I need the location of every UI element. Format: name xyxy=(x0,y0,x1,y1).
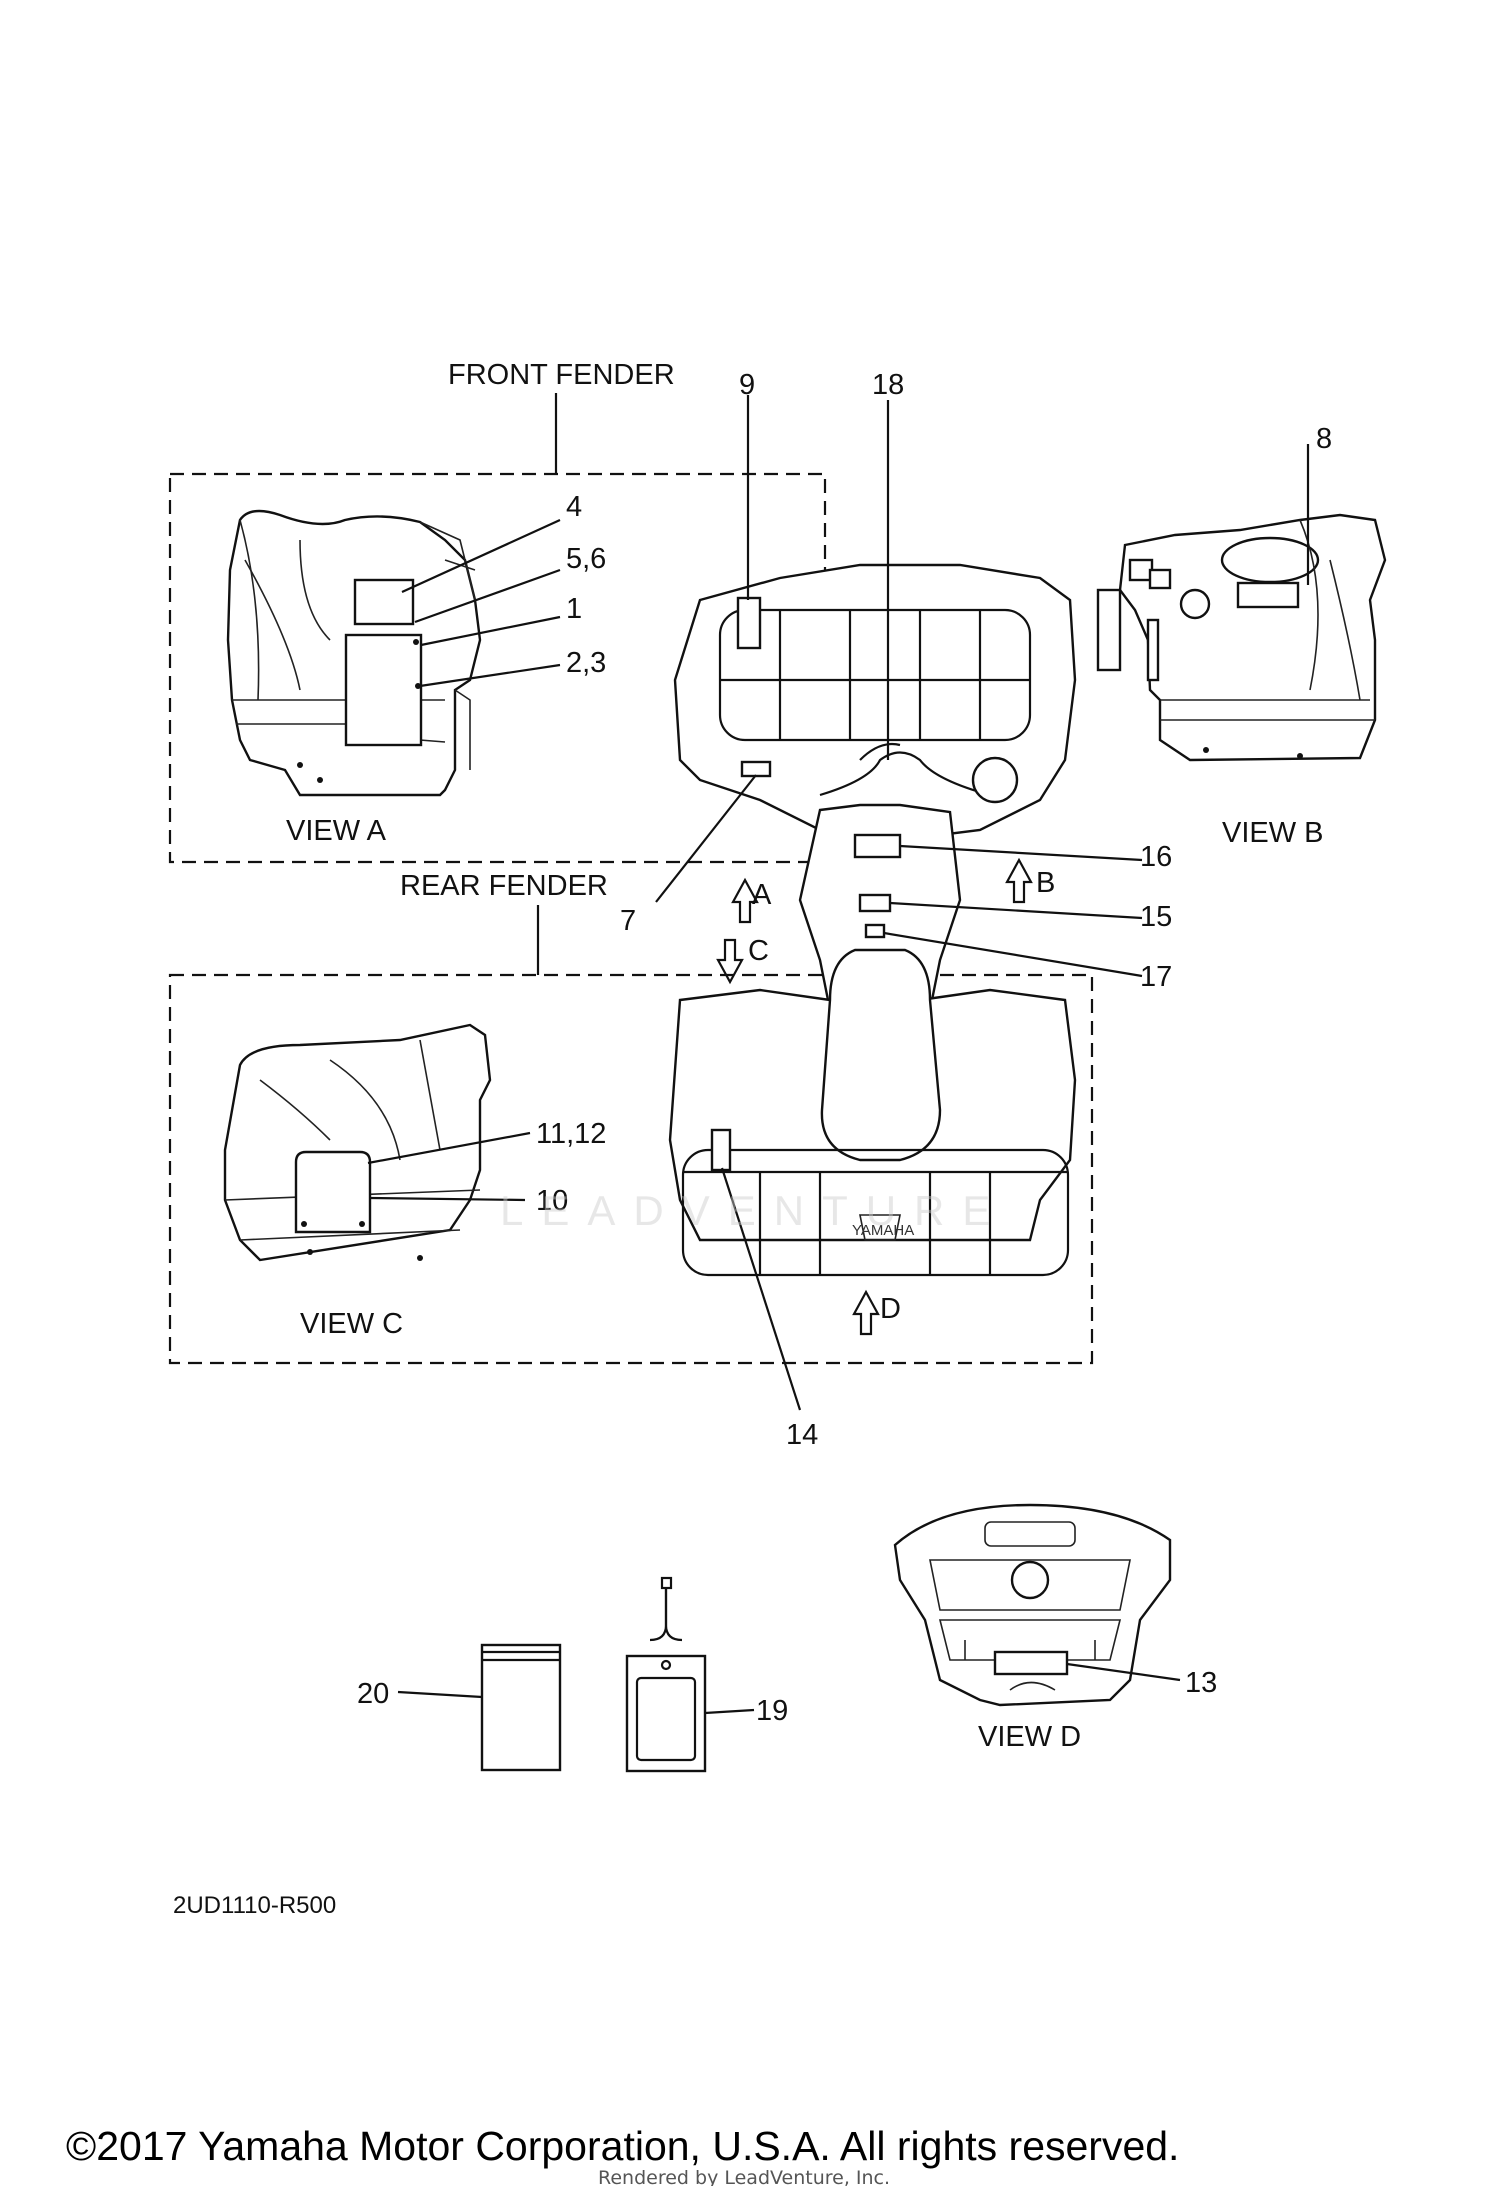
callout-11-12: 11,12 xyxy=(536,1118,606,1150)
leader-11-12 xyxy=(367,1131,531,1165)
view-a-front-fender-drawing xyxy=(226,509,482,797)
rear-rack-emblem: YAMAHA xyxy=(852,1222,914,1239)
callout-4: 4 xyxy=(566,491,582,523)
callout-8: 8 xyxy=(1316,423,1332,455)
front-fender-title: FRONT FENDER xyxy=(448,359,675,391)
arrow-c-label: C xyxy=(748,935,769,967)
leader-17 xyxy=(883,931,1143,978)
label-10-decal xyxy=(294,1150,372,1234)
label-9-decal xyxy=(736,596,762,650)
label-7-decal xyxy=(740,760,772,778)
arrow-d-icon xyxy=(852,1289,880,1336)
item-20-manual-drawing xyxy=(480,1643,562,1772)
item-19-tag-drawing xyxy=(625,1576,707,1773)
callout-10: 10 xyxy=(536,1185,568,1217)
leader-10 xyxy=(369,1196,526,1202)
arrow-b-label: B xyxy=(1036,867,1055,899)
callout-18: 18 xyxy=(872,369,904,401)
view-b-side-drawing xyxy=(1096,513,1387,762)
view-d-rear-drawing xyxy=(893,1503,1172,1707)
callout-19: 19 xyxy=(756,1695,788,1727)
label-1-decal xyxy=(344,633,423,747)
arrow-d-label: D xyxy=(880,1293,901,1325)
callout-14: 14 xyxy=(786,1419,818,1451)
callout-20: 20 xyxy=(357,1678,389,1710)
view-c-rear-fender-drawing xyxy=(223,1023,492,1262)
copyright-text: ©2017 Yamaha Motor Corporation, U.S.A. A… xyxy=(66,2123,1179,2169)
rendered-by-text: Rendered by LeadVenture, Inc. xyxy=(598,2167,890,2186)
callout-9: 9 xyxy=(739,369,755,401)
callout-7: 7 xyxy=(620,905,636,937)
watermark-text: LEADVENTURE xyxy=(500,1187,1008,1234)
callout-13: 13 xyxy=(1185,1667,1217,1699)
leader-2-3 xyxy=(419,663,561,688)
leader-14 xyxy=(720,1167,802,1411)
arrow-b-icon xyxy=(1005,857,1033,904)
leader-16 xyxy=(899,844,1143,862)
leader-13 xyxy=(1066,1662,1181,1682)
view-b-label: VIEW B xyxy=(1222,817,1324,849)
leader-19 xyxy=(704,1708,755,1715)
arrow-c-icon xyxy=(716,938,744,985)
arrow-a-label: A xyxy=(752,879,772,911)
label-17-decal xyxy=(864,923,886,939)
leader-4 xyxy=(401,518,561,594)
leader-1 xyxy=(420,615,561,647)
leader-5-6 xyxy=(414,568,561,624)
label-13-decal xyxy=(993,1650,1069,1676)
atv-top-view-drawing: YAMAHA xyxy=(668,563,1077,1277)
label-15-decal xyxy=(858,893,892,913)
leader-20 xyxy=(397,1690,483,1699)
callout-2-3: 2,3 xyxy=(566,647,606,679)
leader-15 xyxy=(889,901,1143,920)
view-d-label: VIEW D xyxy=(978,1721,1081,1753)
diagram-code: 2UD1110-R500 xyxy=(173,1892,336,1919)
label-4-decal xyxy=(353,578,415,626)
rear-fender-view-box xyxy=(168,973,1094,1365)
callout-16: 16 xyxy=(1140,841,1172,873)
callout-1: 1 xyxy=(566,593,582,625)
label-8-decal xyxy=(1236,581,1300,609)
rear-fender-title: REAR FENDER xyxy=(400,870,608,902)
view-a-label: VIEW A xyxy=(286,815,387,847)
callout-17: 17 xyxy=(1140,961,1172,993)
arrow-a-icon xyxy=(731,877,759,924)
view-c-label: VIEW C xyxy=(300,1308,403,1340)
callout-5-6: 5,6 xyxy=(566,543,606,575)
leader-7 xyxy=(655,774,757,903)
label-14-decal xyxy=(710,1128,732,1172)
callout-15: 15 xyxy=(1140,901,1172,933)
label-16-decal xyxy=(853,833,902,859)
